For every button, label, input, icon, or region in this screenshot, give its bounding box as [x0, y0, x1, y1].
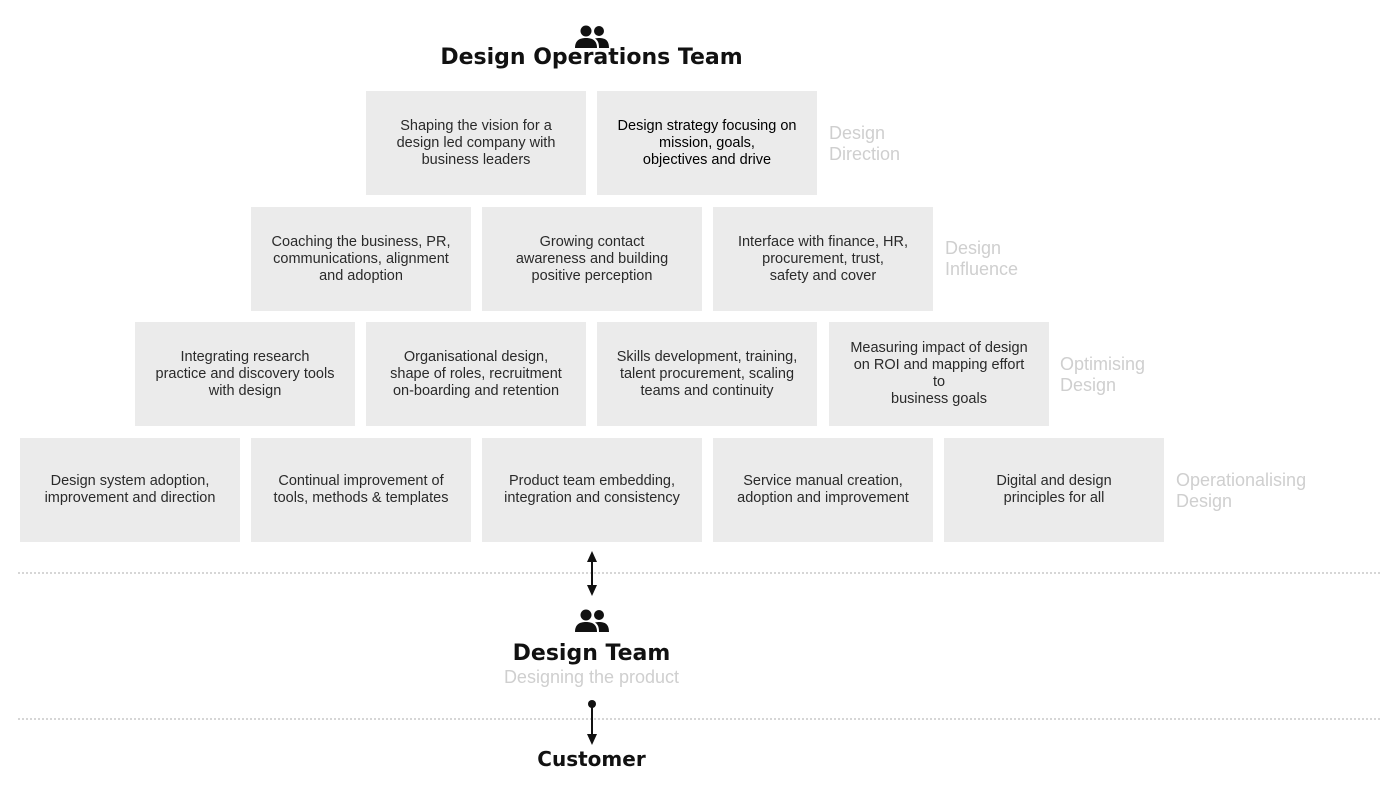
design-team-subtitle: Designing the product — [503, 667, 680, 687]
row-label: Design Influence — [945, 238, 1019, 279]
capability-box: Product team embedding, integration and … — [482, 438, 702, 542]
section-divider — [18, 572, 1380, 574]
capability-box: Service manual creation, adoption and im… — [713, 438, 933, 542]
capability-text: Interface with finance, HR, procurement,… — [737, 233, 909, 284]
capability-box: Organisational design, shape of roles, r… — [366, 322, 586, 426]
section-divider — [18, 718, 1380, 720]
row-label: Design Direction — [829, 123, 901, 164]
capability-box: Integrating research practice and discov… — [135, 322, 355, 426]
page-title: Design Operations Team — [440, 45, 743, 70]
capability-box: Measuring impact of design on ROI and ma… — [829, 322, 1049, 426]
customer-title: Customer — [537, 747, 646, 771]
capability-text: Organisational design, shape of roles, r… — [390, 348, 562, 399]
capability-box: Growing contact awareness and building p… — [482, 207, 702, 311]
capability-text: Design system adoption, improvement and … — [44, 473, 216, 506]
capability-text: Measuring impact of design on ROI and ma… — [850, 340, 1028, 407]
row-label: Optimising Design — [1060, 354, 1146, 395]
capability-text: Shaping the vision for a design led comp… — [396, 117, 556, 168]
design-customer-arrow — [587, 700, 597, 745]
capability-box: Coaching the business, PR, communication… — [251, 207, 471, 311]
capability-text: Continual improvement of tools, methods … — [273, 473, 449, 506]
capability-text: Product team embedding, integration and … — [504, 473, 680, 506]
people-group-icon — [575, 25, 609, 48]
row-label: Operationalising Design — [1176, 470, 1307, 511]
people-group-icon — [575, 609, 609, 632]
capability-box: Design strategy focusing on mission, goa… — [597, 91, 817, 195]
design-team-title: Design Team — [512, 641, 671, 666]
capability-box: Shaping the vision for a design led comp… — [366, 91, 586, 195]
capability-box: Continual improvement of tools, methods … — [251, 438, 471, 542]
capability-text: Coaching the business, PR, communication… — [271, 233, 451, 284]
capability-text: Design strategy focusing on mission, goa… — [617, 117, 797, 168]
capability-box: Skills development, training, talent pro… — [597, 322, 817, 426]
capability-box: Design system adoption, improvement and … — [20, 438, 240, 542]
capability-text: Skills development, training, talent pro… — [616, 348, 798, 399]
capability-box: Interface with finance, HR, procurement,… — [713, 207, 933, 311]
capability-text: Growing contact awareness and building p… — [515, 233, 669, 284]
capability-text: Integrating research practice and discov… — [155, 348, 335, 399]
capability-box: Digital and design principles for all — [944, 438, 1164, 542]
capability-text: Digital and design principles for all — [996, 473, 1112, 506]
capability-text: Service manual creation, adoption and im… — [737, 473, 909, 506]
